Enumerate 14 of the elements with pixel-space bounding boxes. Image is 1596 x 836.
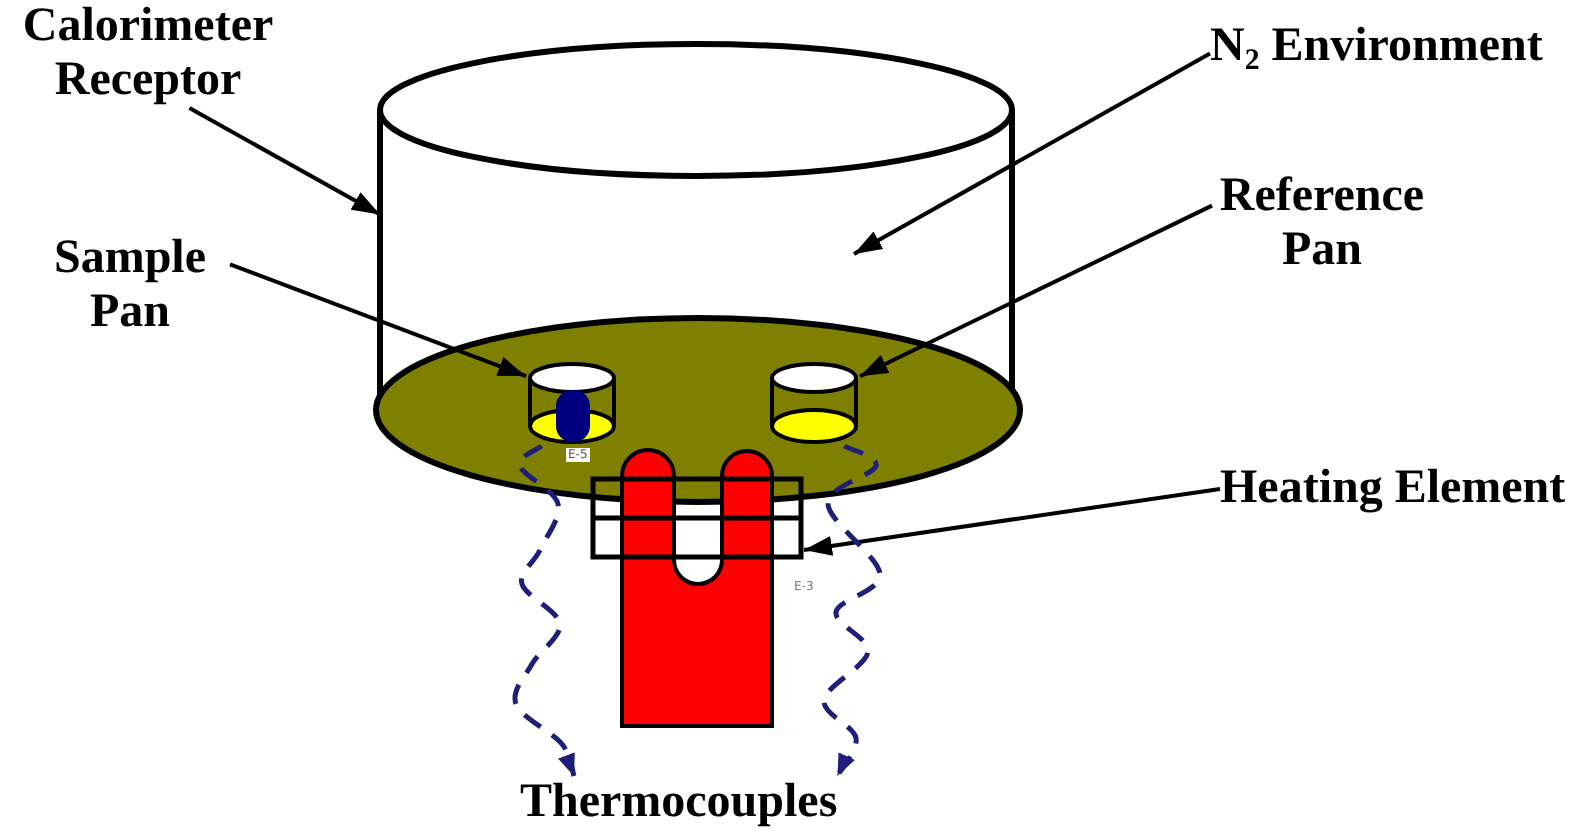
leader-arrow	[229, 262, 527, 379]
dashed-wire-arrow	[512, 443, 577, 777]
leader-arrow	[188, 106, 381, 217]
sample-pan	[526, 362, 618, 446]
part-label: N$_{2}$ Environment	[1210, 20, 1543, 74]
reference-pan	[768, 362, 860, 446]
part-label: Heating Element	[1220, 462, 1566, 516]
part-label: Reference Pan	[1212, 170, 1432, 278]
part-label: Sample Pan	[30, 232, 230, 340]
leader-arrow	[859, 203, 1213, 378]
leader-arrow	[803, 487, 1221, 556]
part-label: Calorimeter Receptor	[0, 0, 296, 108]
leader-arrow	[853, 51, 1211, 256]
part-label: Thermocouples	[520, 776, 838, 830]
